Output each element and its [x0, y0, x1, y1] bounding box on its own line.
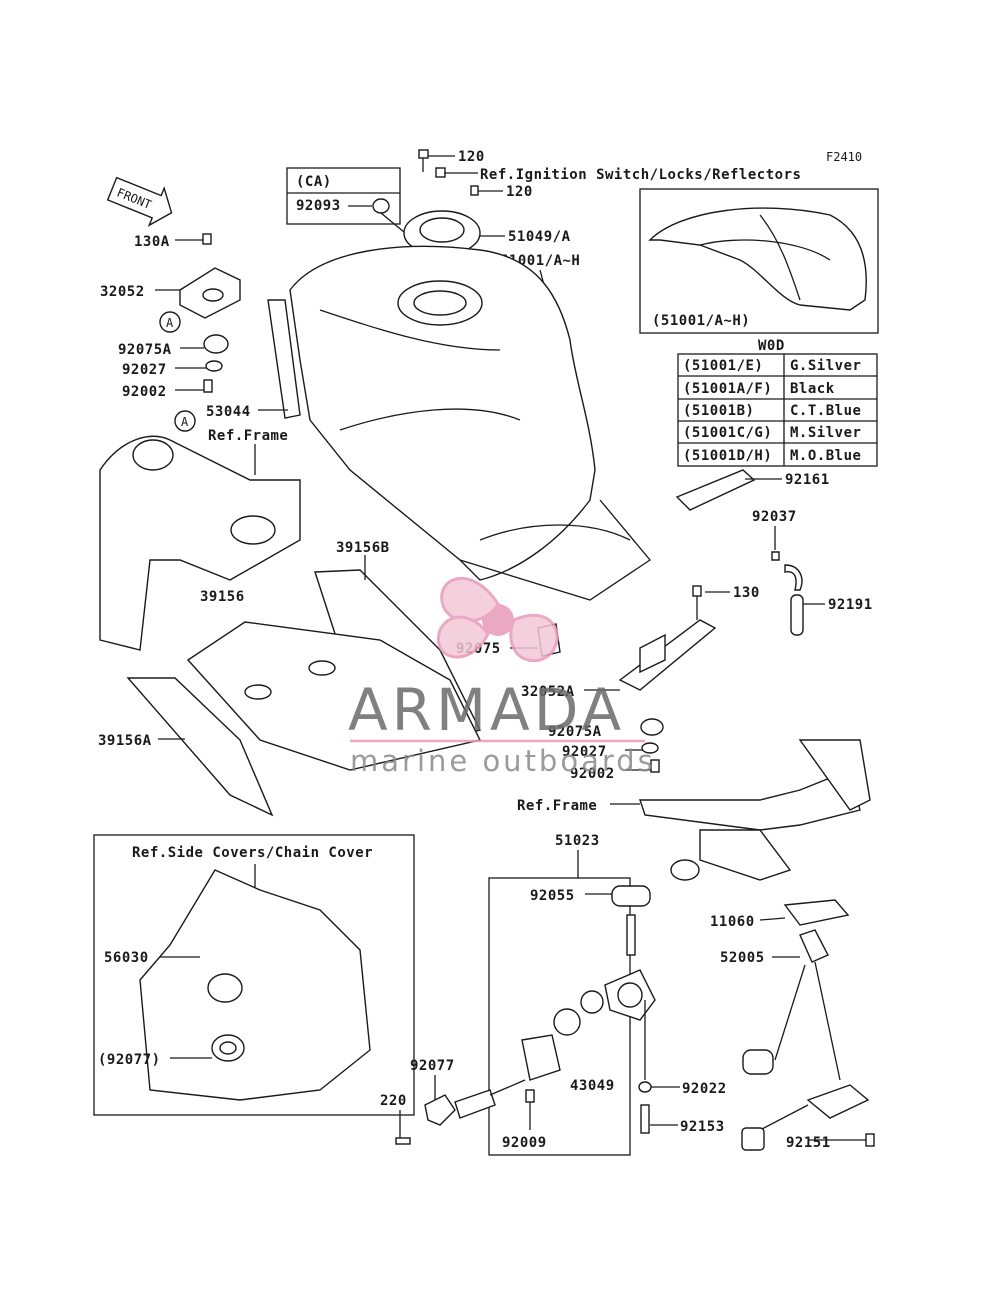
label-120b: 120	[506, 184, 533, 200]
color-row-1-code: (51001/E)	[683, 358, 763, 374]
color-row-4-code: (51001C/G)	[683, 425, 772, 441]
label-92077: 92077	[410, 1058, 455, 1074]
mount-stack-right: 92075A 92027 92002	[548, 718, 664, 782]
ref-side-covers-label: Ref.Side Covers/Chain Cover	[132, 845, 373, 861]
label-32052: 32052	[100, 284, 145, 300]
label-92002-left: 92002	[122, 384, 167, 400]
label-32052a: 32052A	[521, 684, 575, 700]
color-row-4-color: M.Silver	[790, 425, 861, 441]
label-53044: 53044	[206, 404, 251, 420]
fuel-pump: 11060 52005 92151	[710, 899, 875, 1151]
color-row-5-color: M.O.Blue	[790, 448, 861, 464]
ref-ignition-label: Ref.Ignition Switch/Locks/Reflectors	[480, 167, 801, 183]
label-51023: 51023	[555, 833, 600, 849]
petcock-box: 51023 92055 43049 92009	[488, 833, 656, 1156]
callout-a2: A	[181, 415, 189, 429]
label-130: 130	[733, 585, 760, 601]
bolt-92153: 92153	[640, 1104, 725, 1135]
color-row-2-color: Black	[790, 381, 835, 397]
pad-92161: 92161	[675, 469, 830, 511]
cover-panel	[186, 621, 482, 771]
label-92075a-right: 92075A	[548, 724, 602, 740]
label-39156: 39156	[200, 589, 245, 605]
washer-92022: 92022	[638, 1000, 727, 1097]
hose-92191: 92037 92191	[752, 509, 873, 636]
bracket-32052: 130A 32052 A 92075A 92027 92002	[100, 233, 241, 400]
front-arrow-icon: FRONT	[106, 176, 173, 227]
label-39156b: 39156B	[336, 540, 390, 556]
color-table-header: W0D	[758, 338, 785, 354]
label-92151: 92151	[786, 1135, 831, 1151]
label-92009: 92009	[502, 1135, 547, 1151]
label-92161: 92161	[785, 472, 830, 488]
side-cover-box: Ref.Side Covers/Chain Cover 56030 (92077…	[93, 834, 415, 1116]
ref-frame-top: Ref.Frame	[208, 428, 288, 444]
label-92191: 92191	[828, 597, 873, 613]
inset-tank-box: (51001/A~H)	[639, 188, 879, 334]
label-92027-right: 92027	[562, 744, 607, 760]
label-51049: 51049/A	[508, 229, 571, 245]
color-row-2-code: (51001A/F)	[683, 381, 772, 397]
ca-box-part: 92093	[296, 198, 341, 214]
ca-box-header: (CA)	[296, 174, 332, 190]
label-92077-paren: (92077)	[98, 1052, 161, 1068]
label-92153: 92153	[680, 1119, 725, 1135]
ref-frame-mid: Ref.Frame	[517, 798, 597, 814]
label-92002-right: 92002	[570, 766, 615, 782]
label-11060: 11060	[710, 914, 755, 930]
label-130a: 130A	[134, 234, 170, 250]
fuel-tank	[289, 245, 651, 601]
color-row-3-color: C.T.Blue	[790, 403, 861, 419]
cover-39156a: 39156A	[98, 677, 274, 817]
label-92075a-left: 92075A	[118, 342, 172, 358]
fuel-cap-51049: 51049/A	[403, 210, 571, 256]
color-table: W0D (51001/E) G.Silver (51001A/F) Black …	[677, 338, 878, 467]
label-120a: 120	[458, 149, 485, 165]
strip-53044: 53044	[206, 299, 301, 420]
label-92027-left: 92027	[122, 362, 167, 378]
color-row-1-color: G.Silver	[790, 358, 861, 374]
label-92037: 92037	[752, 509, 797, 525]
label-43049: 43049	[570, 1078, 615, 1094]
ignition-switch-ref: Ref.Ignition Switch/Locks/Reflectors 120	[435, 167, 801, 200]
label-39156a: 39156A	[98, 733, 152, 749]
knob-92077: 92077 220	[380, 1058, 526, 1145]
inset-tank-caption: (51001/A~H)	[652, 313, 750, 329]
watermark-title: ARMADA	[348, 676, 625, 744]
color-row-3-code: (51001B)	[683, 403, 754, 419]
label-220: 220	[380, 1093, 407, 1109]
label-56030: 56030	[104, 950, 149, 966]
label-92055: 92055	[530, 888, 575, 904]
frame-right: Ref.Frame	[517, 739, 871, 881]
label-92022: 92022	[682, 1081, 727, 1097]
watermark-subtitle: marine outboards	[350, 744, 656, 778]
callout-a1: A	[166, 316, 174, 330]
color-row-5-code: (51001D/H)	[683, 448, 772, 464]
frame-left: A Ref.Frame 39156	[99, 410, 301, 651]
watermark-logo-icon	[436, 576, 559, 663]
diagram-code: F2410	[826, 150, 862, 164]
label-52005: 52005	[720, 950, 765, 966]
bracket-32052a: 130 32052A	[521, 585, 760, 700]
bolt-120-top: 120	[418, 149, 485, 172]
